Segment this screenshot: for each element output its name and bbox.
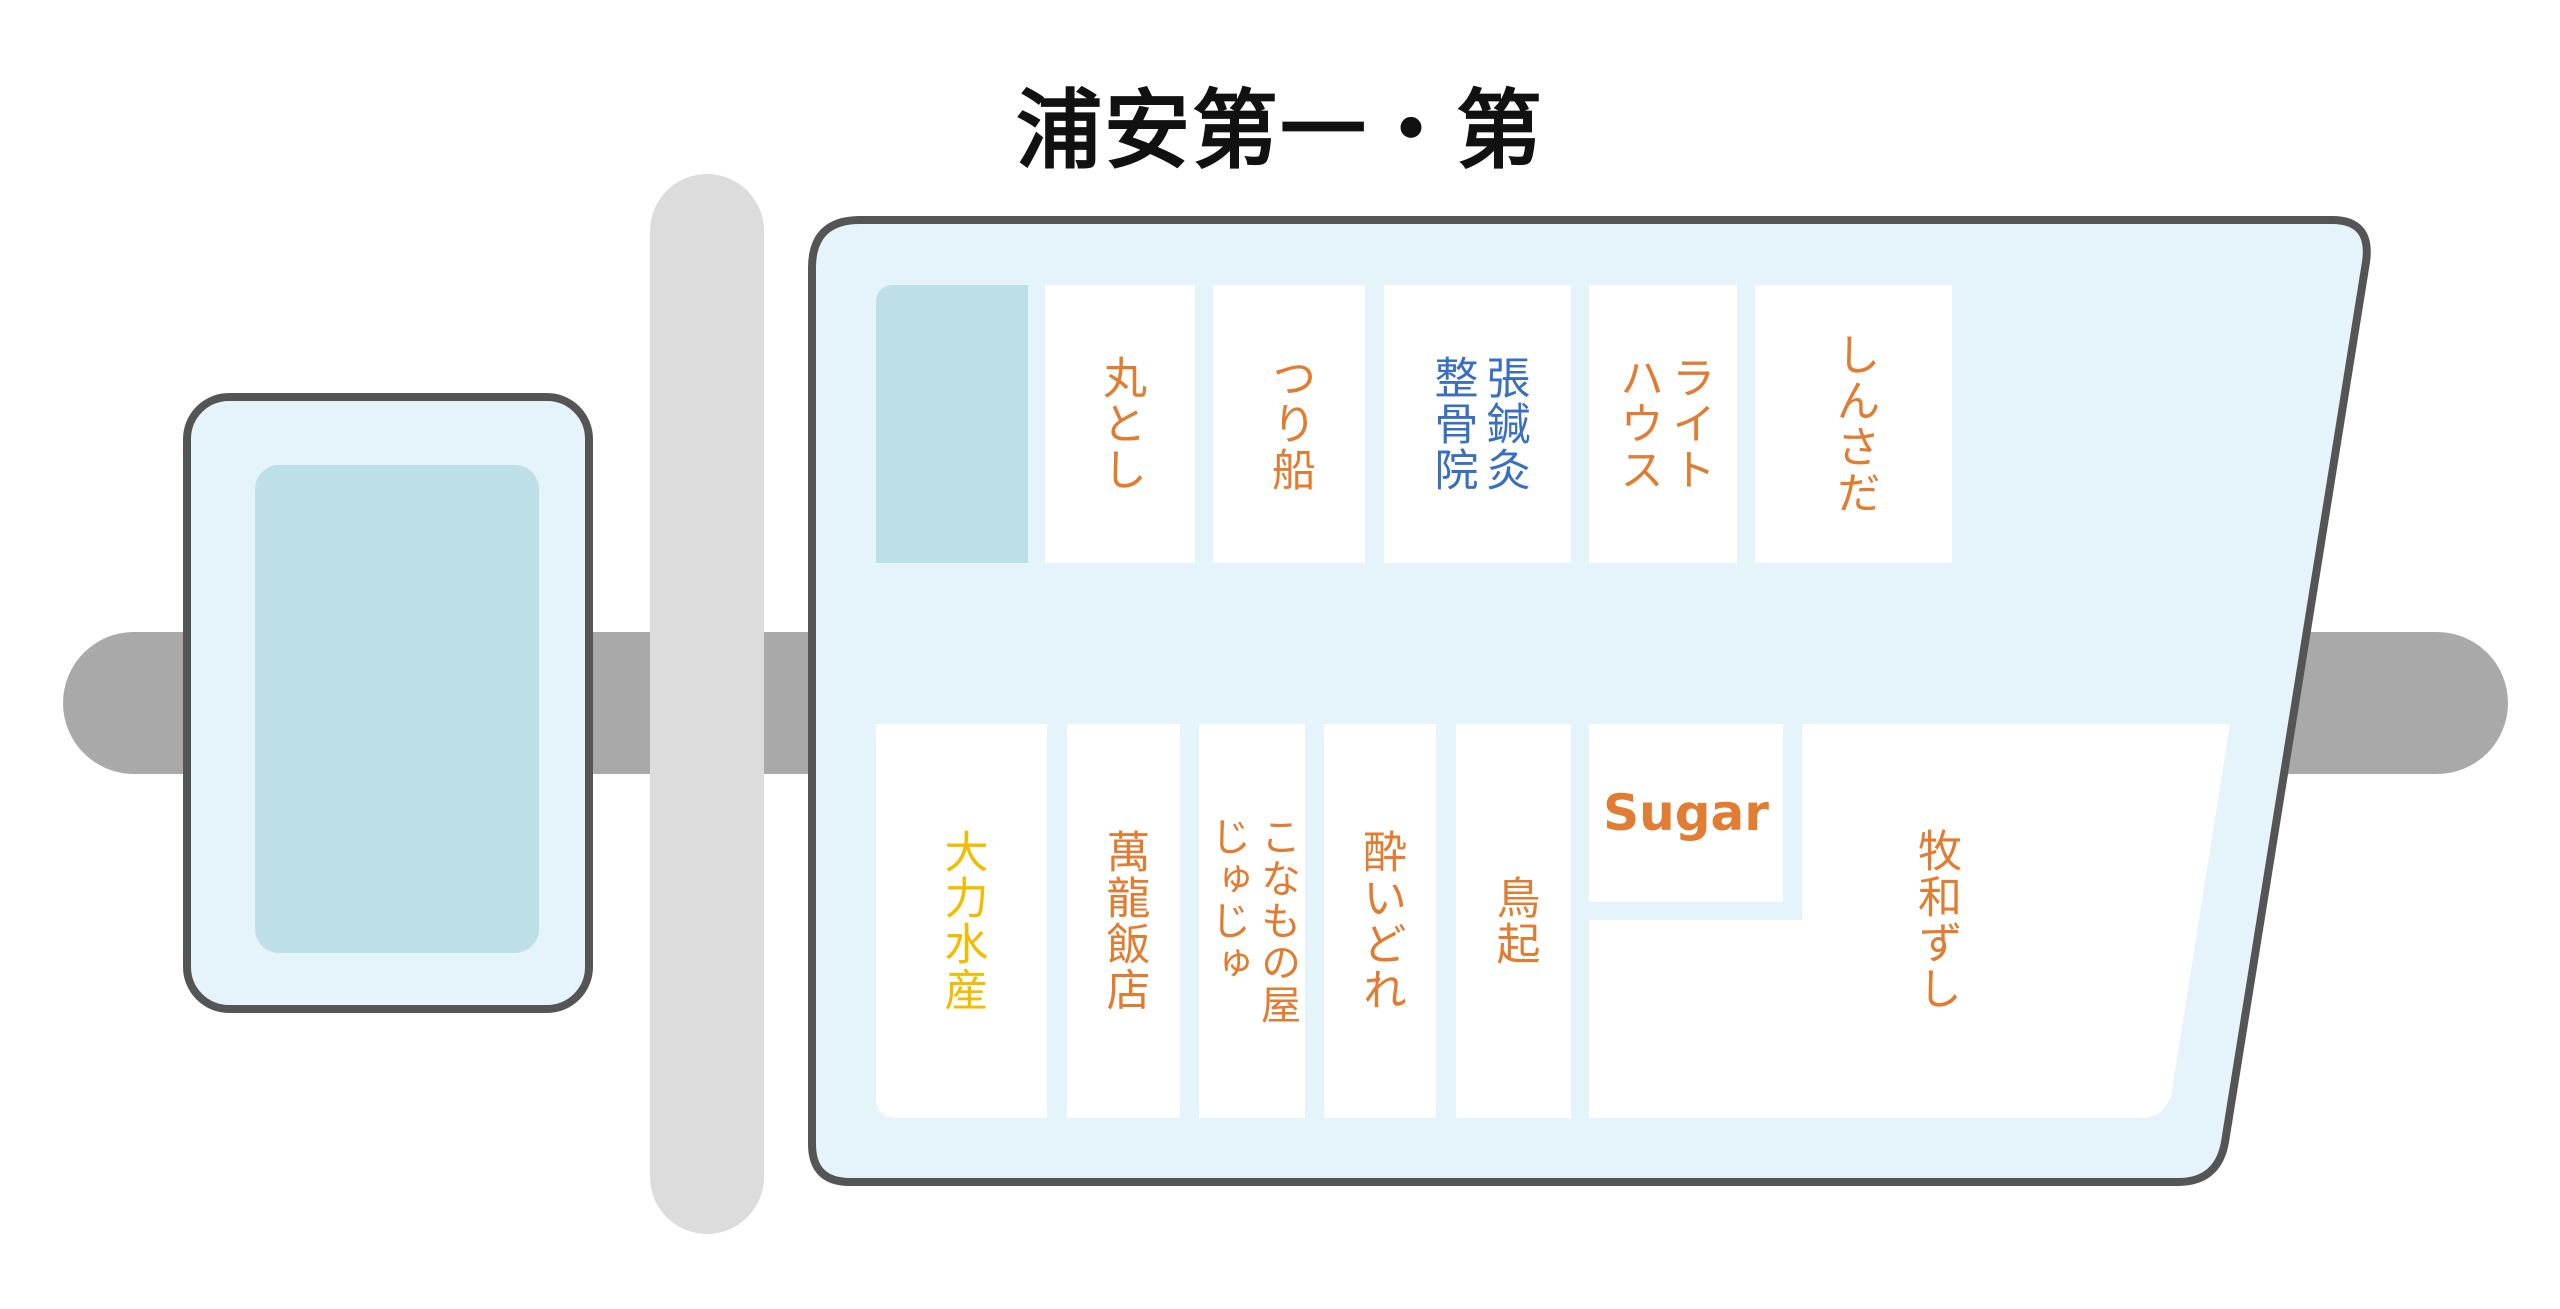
- shop-label: 丸とし: [1095, 355, 1146, 493]
- shop-lighthouse[interactable]: ライト ハウス: [1589, 285, 1737, 563]
- shop-shinsada[interactable]: しんさだ: [1755, 285, 1952, 563]
- shop-label: 萬龍飯店: [1098, 829, 1150, 1013]
- shop-marutoshi[interactable]: 丸とし: [1045, 285, 1195, 563]
- shop-label: こなもの屋 じゅじゅ: [1204, 816, 1300, 1026]
- shop-manryu-hanten[interactable]: 萬龍飯店: [1067, 724, 1180, 1118]
- side-road: [650, 174, 764, 1234]
- shop-label: つり船: [1264, 355, 1315, 493]
- shop-toriki[interactable]: 鳥起: [1456, 724, 1571, 1118]
- shop-tsurifune[interactable]: つり船: [1213, 285, 1365, 563]
- shop-label: Sugar: [1603, 784, 1769, 842]
- shop-label: 鳥起: [1488, 875, 1540, 967]
- shop-sugar[interactable]: Sugar: [1589, 724, 1783, 902]
- shop-yoidore[interactable]: 酔いどれ: [1324, 724, 1436, 1118]
- shop-label: しんさだ: [1828, 332, 1880, 516]
- shop-chou-shinkyu[interactable]: 張鍼灸 整骨院: [1384, 285, 1571, 563]
- shop-label: ライト ハウス: [1612, 355, 1715, 493]
- shop-makiwazushi[interactable]: 牧和ずし: [1870, 780, 2000, 1060]
- shop-label: 牧和ずし: [1910, 828, 1961, 1012]
- reserved-block: [876, 285, 1028, 563]
- shop-label: 大力水産: [936, 829, 988, 1013]
- shop-konamonoya-juju[interactable]: こなもの屋 じゅじゅ: [1199, 724, 1305, 1118]
- shop-dairiki-suisan[interactable]: 大力水産: [876, 724, 1047, 1118]
- shop-label: 張鍼灸 整骨院: [1426, 355, 1530, 493]
- shop-label: 酔いどれ: [1355, 829, 1406, 1013]
- annex-block: [255, 465, 539, 953]
- annex-building: [183, 393, 593, 1013]
